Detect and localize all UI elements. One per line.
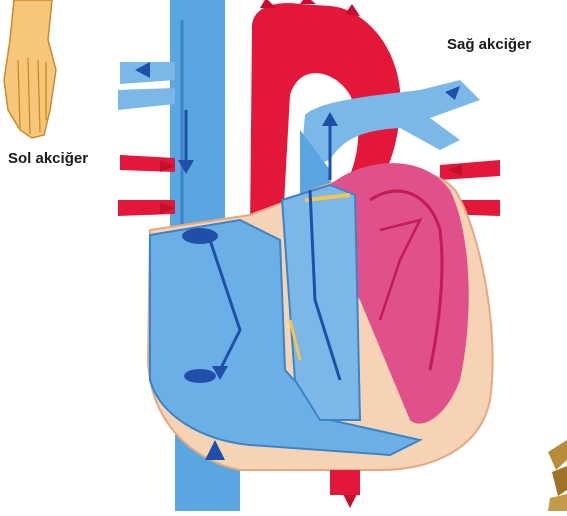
descending-aorta — [330, 470, 360, 495]
right-lung-label: Sağ akciğer — [447, 36, 531, 53]
hand-illustration — [4, 0, 56, 138]
plant-illustration — [548, 440, 567, 511]
superior-vena-cava — [170, 0, 225, 240]
left-lung-label: Sol akciğer — [8, 150, 88, 167]
